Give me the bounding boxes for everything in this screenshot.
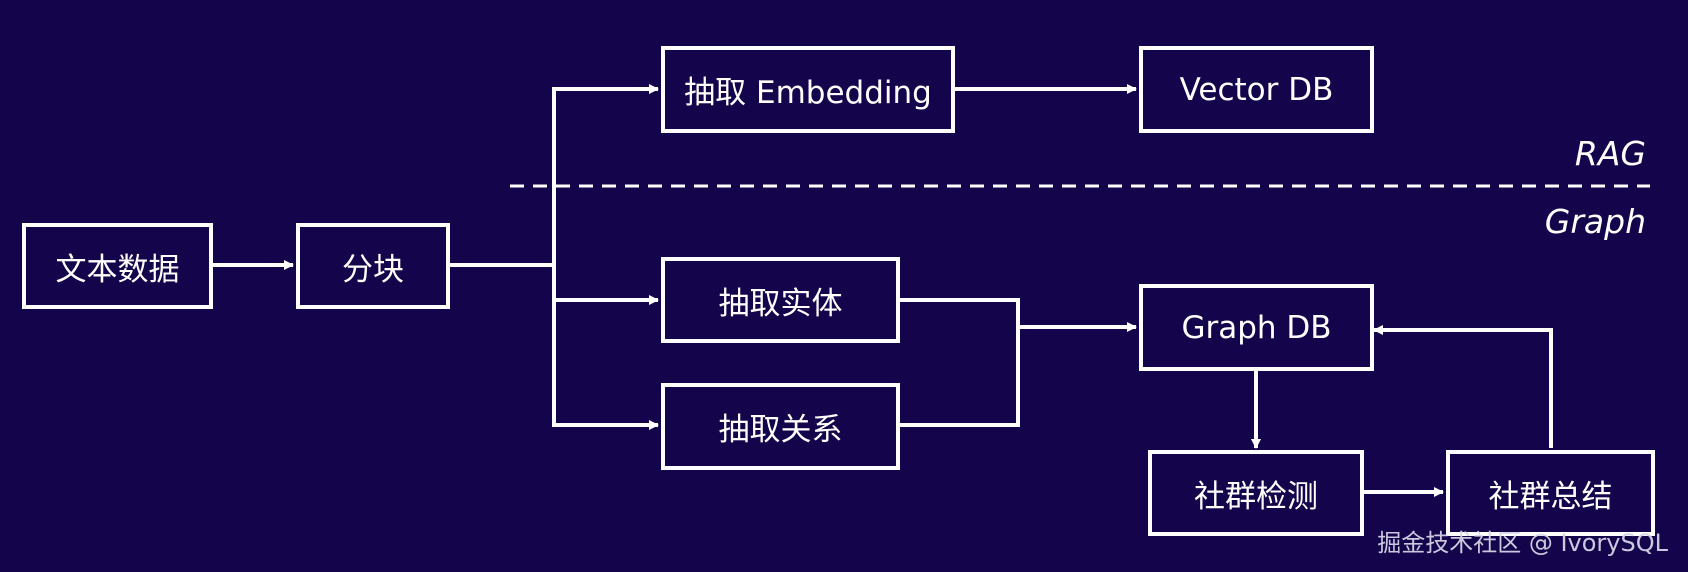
section-label-graph: Graph xyxy=(1544,202,1646,241)
node-extract-embedding: 抽取 Embedding xyxy=(661,46,955,133)
node-extract-entity: 抽取实体 xyxy=(661,257,900,343)
node-extract-relation: 抽取关系 xyxy=(661,383,900,470)
node-extract-relation-label: 抽取关系 xyxy=(718,412,843,448)
node-chunk-label: 分块 xyxy=(342,251,404,288)
node-text-data: 文本数据 xyxy=(22,223,213,309)
node-extract-embedding-label: 抽取 Embedding xyxy=(684,75,932,111)
node-vector-db: Vector DB xyxy=(1139,46,1374,133)
node-community-summary-label: 社群总结 xyxy=(1488,478,1613,515)
watermark: 掘金技术社区 @ IvorySQL xyxy=(1377,529,1668,557)
node-community-summary: 社群总结 xyxy=(1446,450,1655,536)
node-community-detection-label: 社群检测 xyxy=(1194,478,1318,515)
section-label-rag: RAG xyxy=(1574,134,1646,173)
node-text-data-label: 文本数据 xyxy=(55,251,180,288)
node-chunk: 分块 xyxy=(296,223,450,309)
node-community-detection: 社群检测 xyxy=(1148,450,1364,536)
node-vector-db-label: Vector DB xyxy=(1179,71,1334,108)
edge-entity-merge xyxy=(900,298,1020,427)
edge-summary-to-graphdb xyxy=(1373,325,1553,448)
node-extract-entity-label: 抽取实体 xyxy=(718,285,843,322)
node-graph-db-label: Graph DB xyxy=(1181,309,1332,346)
node-graph-db: Graph DB xyxy=(1139,284,1374,371)
